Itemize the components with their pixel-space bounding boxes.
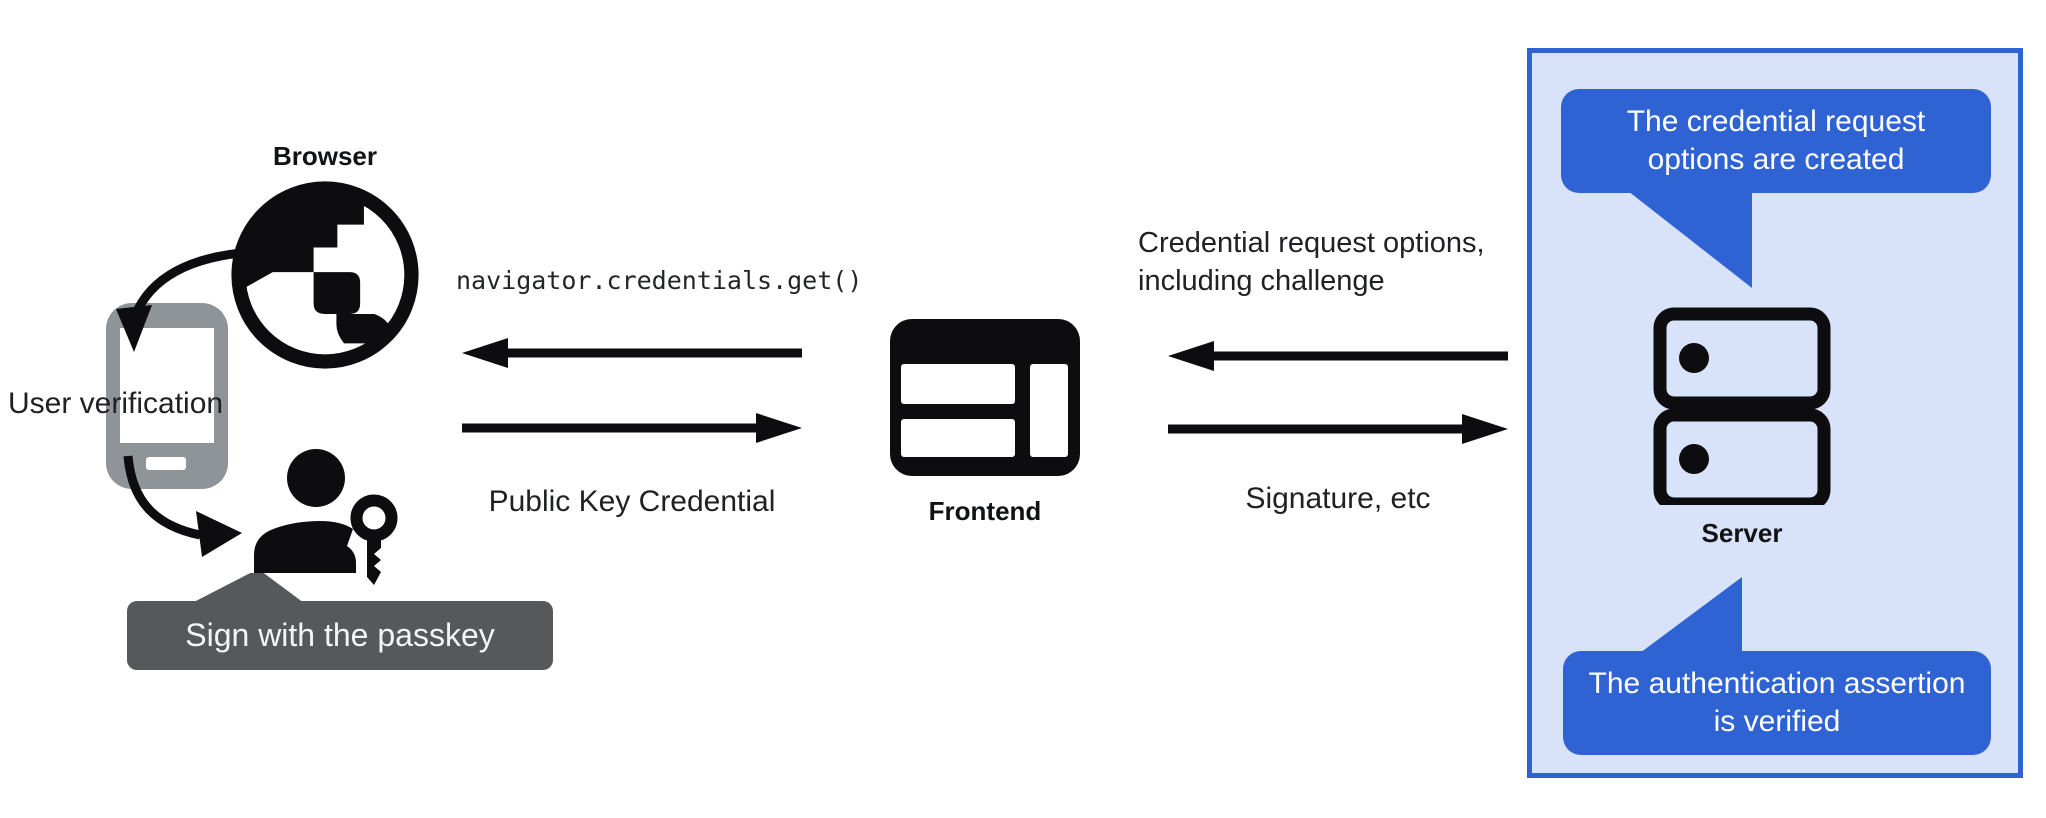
server-icon xyxy=(1653,307,1831,505)
user-with-passkey-icon xyxy=(254,449,398,585)
api-call-label: navigator.credentials.get() xyxy=(456,266,863,295)
credential-options-bubble: The credential request options are creat… xyxy=(1561,89,1991,193)
arrow-frontend-to-server xyxy=(1168,414,1508,444)
frontend-window-icon xyxy=(890,319,1080,476)
phone-icon xyxy=(106,303,228,489)
passkey-tooltip: Sign with the passkey xyxy=(127,601,553,670)
bubble-top-tail xyxy=(1628,191,1752,288)
signature-label: Signature, etc xyxy=(1245,482,1431,515)
server-label: Server xyxy=(1701,518,1783,548)
bubble-bottom-tail xyxy=(1640,577,1742,653)
user-verification-label: User verification xyxy=(8,387,224,420)
browser-globe-icon xyxy=(231,181,419,369)
curved-arrow-browser-to-phone xyxy=(116,247,254,352)
server-panel: The credential request options are creat… xyxy=(1527,48,2023,778)
public-key-credential-label: Public Key Credential xyxy=(488,485,776,518)
assertion-verified-bubble: The authentication assertion is verified xyxy=(1563,651,1991,755)
arrow-browser-to-frontend xyxy=(462,413,802,443)
frontend-label: Frontend xyxy=(928,496,1042,526)
arrow-frontend-to-browser xyxy=(462,338,802,368)
arrow-server-to-frontend xyxy=(1168,341,1508,371)
credential-request-options-label: Credential request options, including ch… xyxy=(1138,227,1485,297)
curved-arrow-phone-to-user xyxy=(123,455,242,557)
browser-label: Browser xyxy=(272,141,378,171)
